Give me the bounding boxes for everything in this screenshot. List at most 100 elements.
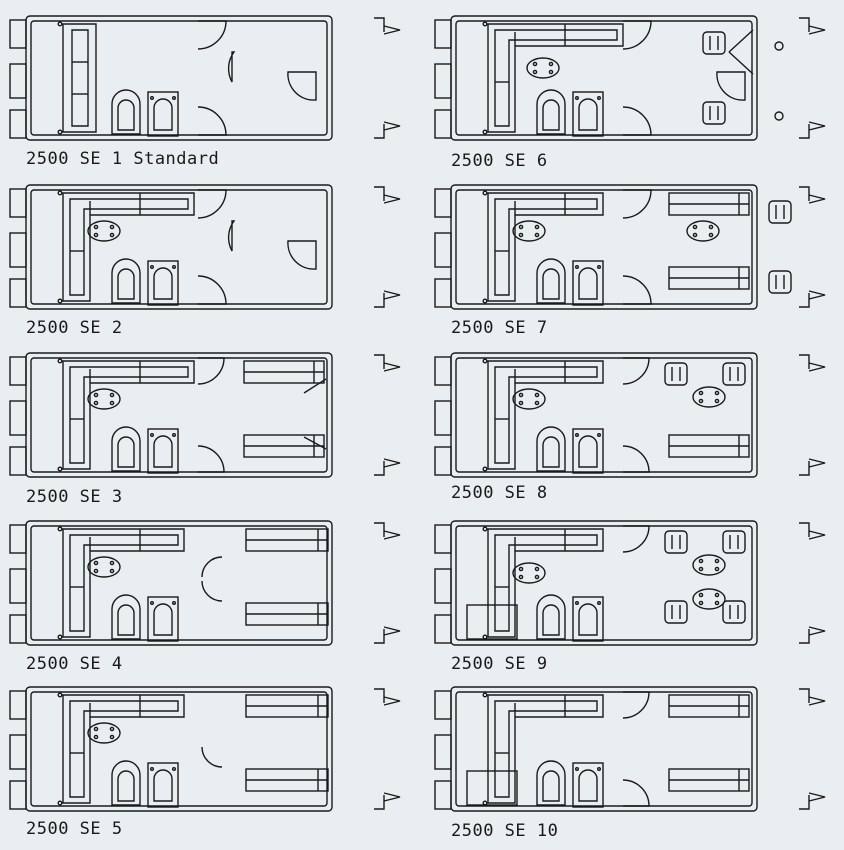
bow-rail: [374, 522, 385, 644]
pontoon-stub: [9, 568, 27, 604]
table-leg: [698, 566, 704, 572]
rail-post: [57, 800, 63, 806]
deck-layout-drawing: [9, 520, 401, 646]
pontoon-stub: [434, 446, 452, 476]
plan-se10: [433, 683, 838, 823]
rail-post: [57, 466, 63, 472]
pontoon-stub: [9, 780, 27, 810]
u-lounge-cushion: [494, 700, 598, 798]
layout-caption: 2500 SE 5: [26, 819, 123, 839]
steering-wheel-icon: [578, 267, 598, 300]
pontoon-stub: [9, 188, 27, 218]
gate-swing-icon: [287, 71, 317, 101]
bow-tip-icon: [808, 530, 826, 540]
table-leg: [714, 398, 720, 404]
bow-rail: [799, 354, 810, 476]
table-leg: [534, 574, 540, 580]
helm-console: [147, 596, 179, 642]
console-screw: [149, 95, 154, 100]
pontoon-stub: [434, 356, 452, 386]
table-leg: [518, 566, 524, 572]
bow-tip-icon: [383, 25, 401, 35]
gate-swing-icon: [622, 779, 650, 807]
rail-post: [482, 634, 488, 640]
layout-caption: 2500 SE 2: [26, 318, 123, 338]
table-leg: [532, 61, 538, 67]
table-top: [87, 388, 121, 410]
deck-outline: [25, 352, 333, 478]
steering-wheel-icon: [578, 769, 598, 802]
plan-se8: [433, 349, 838, 489]
u-lounge-cushion: [494, 198, 598, 296]
table-top: [512, 220, 546, 242]
table-leg: [708, 232, 714, 238]
table-leg: [714, 558, 720, 564]
steering-wheel-icon: [153, 98, 173, 131]
pontoon-stub: [9, 614, 27, 644]
console-screw: [596, 766, 601, 771]
rail-post: [482, 800, 488, 806]
table-top: [512, 562, 546, 584]
deck-outline: [25, 15, 333, 141]
table-top: [686, 220, 720, 242]
rail-post: [482, 298, 488, 304]
deck-inner-rail: [30, 357, 328, 473]
deck-layout-drawing: [434, 352, 826, 478]
u-lounge-cushion: [69, 534, 179, 632]
console-screw: [596, 264, 601, 269]
steering-wheel-icon: [578, 603, 598, 636]
gate-swing-icon: [197, 445, 225, 473]
helm-seat: [111, 594, 141, 640]
deck-layout-drawing: [9, 184, 401, 310]
bow-rail: [374, 17, 385, 139]
console-screw: [149, 432, 154, 437]
deck-outline: [25, 520, 333, 646]
console-screw: [596, 432, 601, 437]
helm-seat-cushion: [117, 268, 135, 300]
bow-rail: [374, 688, 385, 810]
deck-inner-rail: [30, 691, 328, 807]
u-lounge-cushion: [69, 700, 179, 798]
deck-layout-drawing: [434, 520, 826, 646]
steering-wheel-icon: [153, 435, 173, 468]
cup-holder-icon: [774, 41, 784, 51]
table-leg: [708, 224, 714, 230]
pontoon-stub: [9, 19, 27, 49]
table-leg: [109, 392, 115, 398]
bow-chair: [664, 362, 688, 386]
pontoon-stub: [9, 734, 27, 770]
helm-seat-cushion: [117, 99, 135, 131]
bow-chair: [722, 362, 746, 386]
console-screw: [149, 766, 154, 771]
gate-swing-icon: [622, 357, 650, 385]
steering-wheel-icon: [578, 435, 598, 468]
table-leg: [548, 61, 554, 67]
pontoon-stub: [434, 63, 452, 99]
deck-layout-drawing: [9, 352, 401, 478]
gate-swing-icon: [622, 445, 650, 473]
console-screw: [171, 95, 176, 100]
steering-wheel-icon: [153, 769, 173, 802]
table-leg: [534, 224, 540, 230]
bow-chair: [664, 530, 688, 554]
table-leg: [109, 734, 115, 740]
gate-swing-icon: [227, 220, 236, 252]
helm-seat: [536, 89, 566, 135]
helm-seat-cushion: [542, 770, 560, 802]
deck-inner-rail: [30, 189, 328, 305]
deck-outline: [450, 520, 758, 646]
table-leg: [109, 400, 115, 406]
table-leg: [534, 400, 540, 406]
bow-tip-icon: [383, 626, 401, 636]
table-leg: [93, 232, 99, 238]
layout-caption: 2500 SE 9: [451, 654, 548, 674]
gate-swing-icon: [197, 275, 227, 305]
bow-rail: [799, 688, 810, 810]
bow-tip-icon: [383, 121, 401, 131]
bow-tip-icon: [808, 696, 826, 706]
pontoon-stub: [9, 524, 27, 554]
plan-se5: [8, 683, 413, 823]
rail-post: [57, 526, 63, 532]
table-leg: [93, 560, 99, 566]
helm-seat-cushion: [542, 268, 560, 300]
